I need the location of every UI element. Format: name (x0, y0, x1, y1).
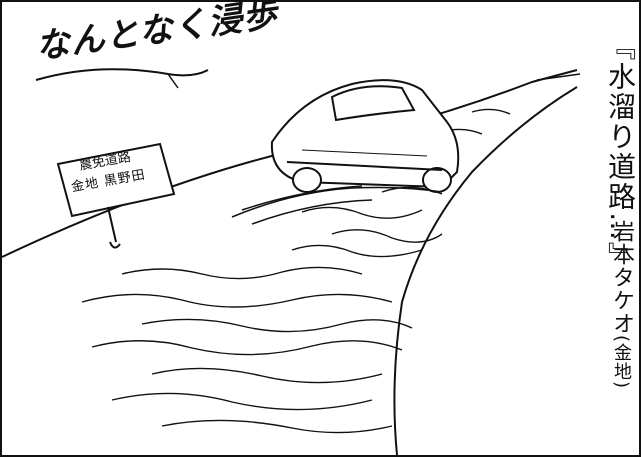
road-right-edge (393, 86, 578, 455)
author-credit: 岩本タケオ(金地) (609, 220, 634, 390)
title-column: 『水溜り道路…』 (583, 32, 637, 442)
illustration-panel: なんとなく浸歩 農免道路 金地 黒野田 (2, 2, 583, 455)
series-logo: なんとなく浸歩 (18, 2, 280, 92)
flooded-road-car-illustration (2, 69, 581, 455)
comic-title: 『水溜り道路…』 (604, 32, 637, 272)
author-name: 岩本タケオ (609, 220, 634, 335)
logo-underline-icon (35, 68, 209, 89)
author-place: (金地) (611, 335, 632, 390)
car-wake (231, 185, 443, 225)
road-signpost-icon (56, 142, 176, 249)
sports-car-icon (270, 79, 460, 193)
